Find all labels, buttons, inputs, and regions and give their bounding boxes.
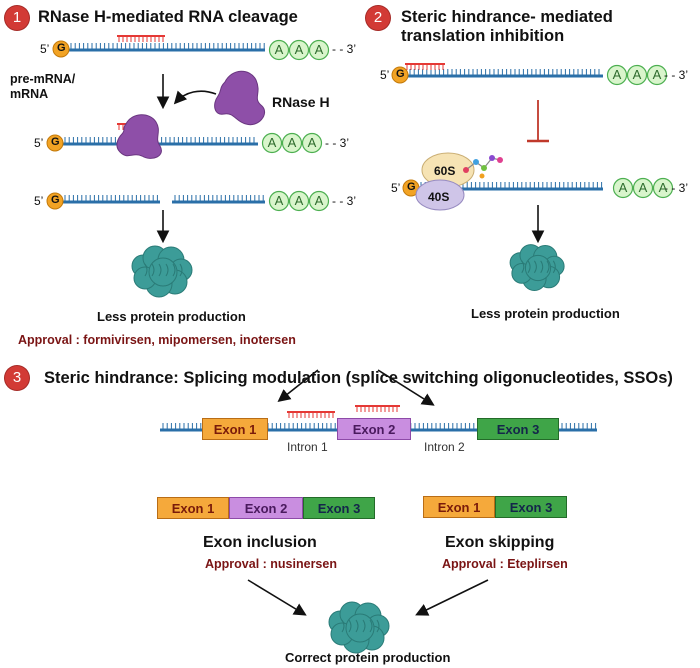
polya-letter: A: [314, 193, 324, 208]
arrow-p3-right: [377, 369, 435, 406]
polya-letter: A: [307, 135, 317, 150]
polya-letter: A: [652, 67, 662, 82]
three-prime-label: - - 3’: [332, 42, 356, 56]
arrow-p3-left: [277, 369, 319, 402]
arrow-p3-skipping: [415, 579, 489, 616]
polya-letter: A: [287, 135, 297, 150]
skipping-exon-1: Exon 1: [423, 496, 495, 518]
panel-2-badge: 2: [366, 6, 390, 30]
polya-letter: A: [274, 193, 284, 208]
three-prime-label: - - 3’: [325, 136, 349, 150]
five-prime-label: 5’: [40, 42, 50, 56]
strand-p1-bottom-right: [172, 195, 265, 204]
exon-3-box: Exon 3: [477, 418, 559, 440]
inclusion-exon-3: Exon 3: [303, 497, 375, 519]
strand-p1-bottom-left: [62, 195, 160, 204]
panel-1-title: RNase H-mediated RNA cleavage: [38, 8, 298, 26]
five-prime-label: 5’: [34, 136, 44, 150]
ribosome-60s-label: 60S: [434, 164, 456, 178]
skipping-title: Exon skipping: [445, 534, 555, 551]
inclusion-title: Exon inclusion: [203, 534, 317, 551]
panel-1-result: Less protein production: [97, 309, 246, 324]
arrow-p3-inclusion: [247, 579, 307, 616]
polya-letter: A: [267, 135, 277, 150]
cap-icon-p1-bottom: [46, 192, 64, 210]
peptide-chain-icon: [463, 155, 503, 179]
skipping-exon-3: Exon 3: [495, 496, 567, 518]
aso-oligo-p3-intron1: [287, 411, 335, 418]
five-prime-label: 5’: [391, 181, 401, 195]
premrna-label-2: mRNA: [10, 87, 49, 101]
five-prime-label: 5’: [34, 194, 44, 208]
polya-tail-p2-top: [606, 64, 668, 86]
exon-1-box: Exon 1: [202, 418, 268, 440]
polya-letter: A: [314, 42, 324, 57]
rnase-h-icon: [214, 70, 266, 126]
aso-oligo-p3-exon2: [355, 405, 400, 412]
panel-3-badge: 3: [5, 366, 29, 390]
strand-p1-top: [68, 43, 265, 52]
protein-icon-p2: [509, 244, 565, 291]
panel-2-title-line-1: Steric hindrance- mediated: [401, 8, 613, 26]
panel-3-title: Steric hindrance: Splicing modulation (s…: [44, 369, 673, 387]
five-prime-label: 5’: [380, 68, 390, 82]
aso-oligo-p1: [117, 35, 165, 42]
polya-letter: A: [294, 193, 304, 208]
exon-2-box: Exon 2: [337, 418, 411, 440]
cap-label: G: [407, 181, 416, 193]
strand-p1-mid: [62, 137, 258, 146]
strand-p2-top: [407, 69, 603, 78]
panel-1-approval: Approval : formivirsen, mipomersen, inot…: [18, 333, 296, 347]
ribosome-40s-icon: [415, 179, 465, 211]
protein-icon-p1: [131, 245, 193, 298]
polya-tail-p2-bottom: [612, 177, 674, 199]
polya-letter: A: [294, 42, 304, 57]
aso-oligo-p2: [405, 63, 445, 70]
polya-tail-p1-top: [268, 39, 330, 61]
panel-1-badge: 1: [5, 6, 29, 30]
cap-label: G: [57, 42, 66, 54]
cap-label: G: [51, 194, 60, 206]
panel-3-result: Correct protein production: [285, 650, 451, 665]
polya-tail-p1-mid: [261, 132, 323, 154]
polya-letter: A: [274, 42, 284, 57]
inclusion-exon-2: Exon 2: [229, 497, 303, 519]
arrow-p1-enzyme: [173, 90, 217, 105]
three-prime-label: - - 3’: [664, 68, 688, 82]
enzyme-label: RNase H: [272, 94, 330, 110]
inclusion-approval: Approval : nusinersen: [205, 557, 337, 571]
polya-tail-p1-bottom: [268, 190, 330, 212]
intron-1-label: Intron 1: [287, 440, 328, 454]
panel-2-title-line-2: translation inhibition: [401, 27, 565, 45]
panel-2-result: Less protein production: [471, 306, 620, 321]
cap-label: G: [51, 136, 60, 148]
cap-label: G: [396, 68, 405, 80]
rnase-h-bound-icon: [116, 114, 162, 159]
polya-letter: A: [618, 180, 628, 195]
premrna-label-1: pre-mRNA/: [10, 72, 76, 86]
intron-2-label: Intron 2: [424, 440, 465, 454]
polya-letter: A: [658, 180, 668, 195]
ribosome-40s-label: 40S: [428, 190, 450, 204]
three-prime-label: - - 3’: [664, 181, 688, 195]
skipping-approval: Approval : Eteplirsen: [442, 557, 568, 571]
inclusion-exon-1: Exon 1: [157, 497, 229, 519]
protein-icon-p3: [328, 601, 390, 654]
cap-icon-p1-top: [52, 40, 70, 58]
three-prime-label: - - 3’: [332, 194, 356, 208]
polya-letter: A: [632, 67, 642, 82]
polya-letter: A: [638, 180, 648, 195]
cap-icon-p2-top: [391, 66, 409, 84]
cap-icon-p1-mid: [46, 134, 64, 152]
polya-letter: A: [612, 67, 622, 82]
